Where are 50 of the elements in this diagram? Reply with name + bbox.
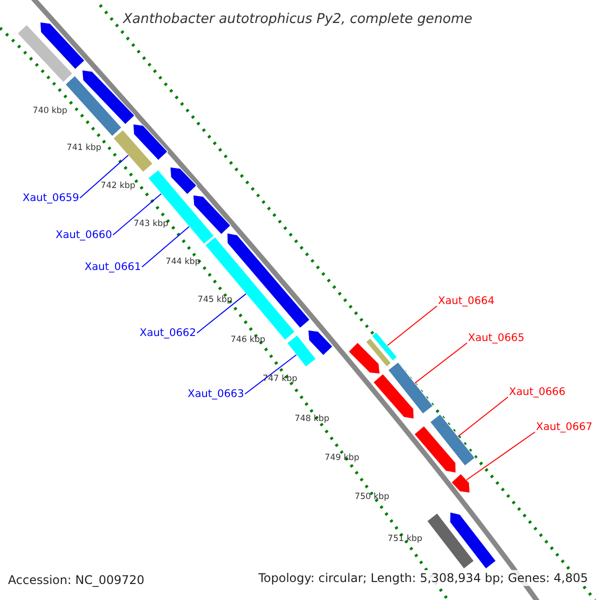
leader-line (80, 154, 129, 198)
gene-block (82, 70, 136, 126)
scale-label: 749 kbp (324, 454, 360, 462)
gene-bar (286, 334, 317, 368)
gene-block (450, 473, 470, 494)
gene-label: Xaut_0663 (188, 388, 244, 400)
leader-line (196, 293, 246, 334)
leader-line (458, 396, 508, 437)
scale-label: 750 kbp (354, 492, 390, 502)
gene-block (132, 124, 168, 161)
scale-label: 742 kbp (100, 182, 136, 190)
scale-label: 746 kbp (230, 336, 266, 344)
gene-block (308, 330, 334, 356)
scale-label: 744 kbp (166, 258, 200, 266)
gene-label: Xaut_0659 (22, 192, 79, 204)
leader-line (112, 193, 162, 236)
gene-bar (112, 129, 154, 173)
gene-block (372, 373, 414, 420)
scale-label: 740 kbp (32, 106, 68, 116)
gene-block (449, 512, 497, 570)
gene-label: Xaut_0665 (468, 332, 524, 344)
gene-label: Xaut_0666 (509, 386, 566, 398)
gene-bar (16, 24, 74, 83)
gene-block (170, 166, 198, 196)
gene-bar (371, 332, 398, 362)
scale-label: 743 kbp (134, 220, 168, 228)
accession-text: Accession: NC_009720 (8, 574, 144, 586)
leader-line (414, 342, 468, 384)
leader-line (244, 354, 297, 394)
gene-bar (387, 361, 434, 415)
title: Xanthobacter autotrophicus Py2, complete genome (123, 10, 472, 29)
gene-block (414, 425, 456, 474)
gene-block (348, 342, 380, 374)
gene-bar (365, 338, 392, 368)
leader-line (142, 226, 190, 268)
gene-label: Xaut_0662 (140, 328, 196, 338)
gene-label: Xaut_0661 (84, 262, 141, 272)
leader-line (387, 306, 438, 346)
gene-bar (429, 413, 476, 467)
gene-label: Xaut_0660 (56, 230, 112, 240)
gene-bar (426, 512, 475, 570)
scale-label: 745 kbp (198, 296, 232, 304)
scale-label: 747 kbp (262, 374, 298, 384)
gene-block (192, 194, 232, 236)
leader-line (466, 432, 536, 480)
scale-label: 741 kbp (66, 144, 102, 152)
gene-block (40, 22, 86, 70)
scale-label: 748 kbp (294, 414, 330, 424)
gene-label: Xaut_0664 (438, 296, 494, 306)
gene-label: Xaut_0667 (536, 422, 592, 432)
